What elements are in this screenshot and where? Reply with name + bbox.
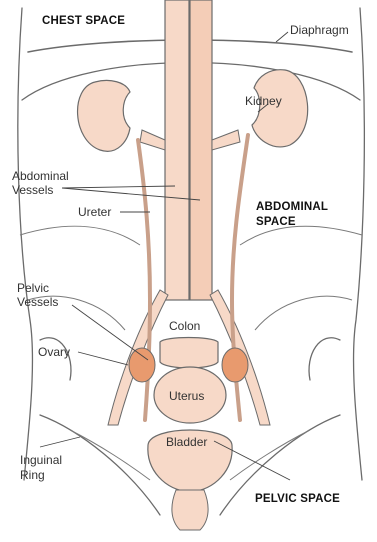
inguinal-ring-label-line1: Inguinal [20,453,62,467]
colon-shape [160,338,218,369]
uterus-label: Uterus [169,389,204,403]
ureter-label: Ureter [78,205,111,219]
abdominal-space-label-line2: SPACE [256,216,296,228]
abdominal-vessels-label-line2: Vessels [12,183,53,197]
pelvic-vessels-label-line2: Vessels [17,295,58,309]
diaphragm-label: Diaphragm [290,23,349,37]
pelvic-space-label: PELVIC SPACE [255,493,340,505]
inguinal-ring-label-line2: Ring [20,468,45,482]
urethra-shape [172,490,208,530]
pelvic-vessels-label-line1: Pelvic [17,281,49,295]
abdominal-vessels-label-line1: Abdominal [12,169,69,183]
kidney-label: Kidney [245,94,282,108]
abdominal-space-label-line1: ABDOMINAL [256,201,328,213]
bladder-label: Bladder [166,435,207,449]
chest-space-label: CHEST SPACE [42,15,125,27]
colon-label: Colon [169,319,200,333]
ovary-label: Ovary [38,345,70,359]
abdominal-vessels-shape [140,0,240,300]
